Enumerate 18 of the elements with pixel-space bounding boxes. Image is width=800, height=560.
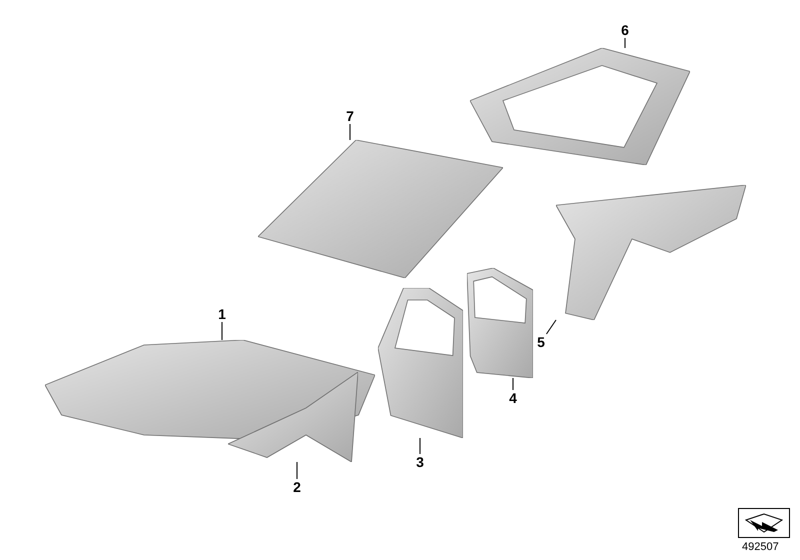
leader-line [296,462,298,480]
callout-number: 7 [344,108,356,124]
drawing-number: 492507 [742,541,779,553]
callout-number: 3 [414,454,426,470]
tailgate-frame-drawing [470,48,690,165]
side-panel-drawing [556,185,746,320]
callout-number: 6 [619,22,631,38]
front-door-drawing [378,288,463,438]
leader-line [624,38,626,48]
fender-drawing [228,372,358,462]
callout-number: 1 [216,306,228,322]
callout-number: 5 [535,334,547,350]
rear-door-drawing [467,268,533,378]
leader-line [546,320,556,334]
callout-number: 4 [507,390,519,406]
leader-line [512,378,514,390]
roof-drawing [258,140,503,278]
callout-number: 2 [291,479,303,495]
